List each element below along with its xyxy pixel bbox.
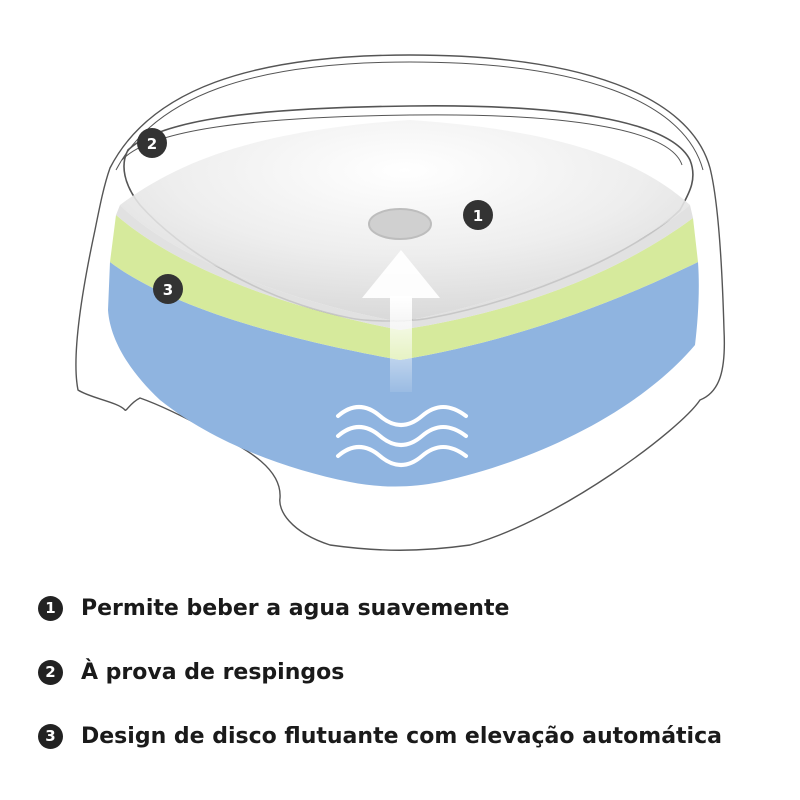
badge-3: 3 [153,274,183,304]
badge-3-label: 3 [163,281,173,299]
feature-text-2: À prova de respingos [81,659,345,685]
feature-number-2: 2 [38,659,63,685]
up-arrow-icon [362,250,440,392]
badge-2: 2 [137,128,167,158]
bowl-illustration: 1 2 3 [75,54,726,551]
feature-row-3: 3 Design de disco flutuante com elevação… [38,716,722,756]
badge-1: 1 [463,200,493,230]
badge-1-label: 1 [473,207,483,225]
badge-2-label: 2 [147,135,157,153]
feature-row-1: 1 Permite beber a agua suavemente [38,588,509,628]
feature-number-1: 1 [38,595,63,621]
feature-number-3: 3 [38,723,63,749]
feature-row-2: 2 À prova de respingos [38,652,344,692]
feature-text-3: Design de disco flutuante com elevação a… [81,723,722,749]
disc-center-hole [368,208,432,240]
feature-text-1: Permite beber a agua suavemente [81,595,510,621]
water-waves-icon [336,405,468,467]
float-disc-band [110,215,698,360]
